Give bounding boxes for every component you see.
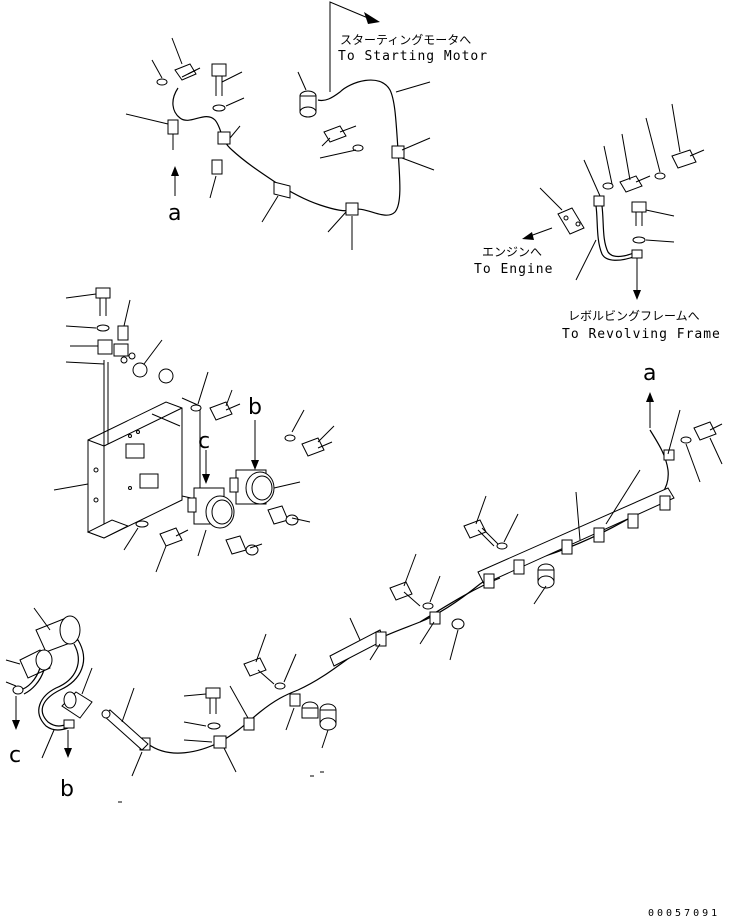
battery-terminal-b [63, 719, 75, 729]
starting-motor-terminal [299, 90, 317, 118]
bolt-harness-right [693, 421, 723, 441]
ground-plate [557, 207, 585, 235]
ref-label-c-upper: c [198, 429, 210, 454]
ground-cable-group [522, 103, 705, 300]
washer-top-center [212, 104, 226, 112]
clamp-bottom [345, 202, 359, 216]
ground-terminal [631, 249, 643, 259]
washer-ground-3 [632, 236, 646, 244]
bolt-panel-top [95, 287, 111, 316]
connector-panel-b [113, 343, 136, 364]
battery-relay-b [229, 469, 275, 505]
ref-label-c-lower: c [9, 743, 21, 768]
harness-clip-lower-left-b [213, 735, 227, 749]
bolt-harness-mid [389, 581, 421, 607]
washer-harness-mid-lower [451, 618, 465, 630]
starting-motor-arrowhead [364, 12, 380, 24]
main-harness-group [101, 392, 723, 803]
spacer-top-center [211, 159, 223, 175]
ref-label-b-upper: b [248, 395, 262, 420]
starting-motor-wiring-group [125, 1, 435, 250]
ref-a-arrowhead-right [646, 392, 654, 402]
washer-top-left [156, 78, 168, 86]
harness-sleeve [101, 709, 149, 751]
harness-clip-lower-mid [289, 693, 301, 707]
washer-side [190, 404, 202, 412]
connector-panel-c [132, 362, 174, 384]
battery-cable-group [5, 607, 93, 759]
washer-harness-lower-left [207, 722, 221, 730]
bracket-cable-mid [273, 181, 291, 199]
ref-label-b-lower: b [60, 777, 74, 802]
bolt-ground-right [671, 149, 705, 169]
terminal-cap-upper [267, 505, 299, 526]
ref-b-arrowhead-lower [64, 748, 72, 758]
relay-2 [139, 473, 159, 489]
label-revolving-frame-en: To Revolving Frame [562, 327, 721, 342]
ref-c-arrowhead-upper [202, 474, 210, 484]
revolving-frame-arrowhead [633, 290, 641, 300]
label-engine-en: To Engine [474, 262, 553, 277]
bolt-side [209, 401, 241, 421]
clip-panel-top [97, 339, 113, 355]
grommet-harness [301, 701, 319, 719]
bolt-panel-bottom [159, 527, 189, 547]
ground-clip [593, 195, 605, 207]
bolt-ground-lower [631, 201, 647, 226]
connector-panel-a [117, 325, 129, 341]
bolt-top-left [174, 63, 201, 81]
battery-terminal-cover [61, 691, 93, 719]
ground-cable [595, 205, 637, 261]
label-engine-jp: エンジンへ [482, 245, 542, 259]
bolt-harness-mid-upper [463, 519, 499, 547]
battery-cable-terminal-lower [19, 649, 53, 679]
starting-motor-cable [172, 79, 401, 216]
harness-bracket-long-right [477, 487, 675, 585]
washer-harness-lower-mid [274, 682, 286, 690]
clamp-harness-lower [319, 703, 337, 731]
battery-terminal-ring-c [12, 685, 24, 695]
ref-b-arrowhead-upper [251, 460, 259, 470]
relay-panel-group [53, 287, 335, 573]
clamp-right [391, 145, 405, 159]
spacer-harness [537, 563, 555, 589]
engine-arrowhead [522, 232, 534, 240]
clamp-top-center [217, 131, 231, 145]
battery-cable-b [41, 639, 85, 727]
terminal-cap-lower [225, 535, 259, 556]
label-starting-motor-en: To Starting Motor [338, 49, 488, 64]
starting-motor-pointer-line [329, 1, 369, 92]
washer-panel-bottom [135, 520, 149, 528]
washer-harness-right [680, 436, 692, 444]
bolt-ground-upper [619, 175, 651, 193]
bolt-harness-lower-mid [243, 657, 275, 685]
bolt-top-center [211, 63, 227, 96]
harness-clip-mid [429, 611, 441, 625]
clip-left [167, 119, 179, 135]
ref-c-arrowhead-lower [12, 720, 20, 730]
bolt-harness-lower-left [205, 687, 221, 714]
washer-ground-1 [602, 182, 614, 190]
ref-label-a-top: a [168, 201, 181, 226]
battery-cable-terminal-upper [35, 615, 81, 653]
mounting-plate [87, 401, 183, 539]
bolt-relay-right [301, 437, 333, 457]
harness-clip-lower-left-a [243, 717, 255, 731]
ref-label-a-right: a [643, 361, 656, 386]
washer-harness-mid [422, 602, 434, 610]
relay-1 [125, 443, 145, 459]
label-starting-motor-jp: スターティングモータへ [340, 33, 471, 47]
ref-a-arrowhead-top [171, 166, 179, 176]
washer-relay-right [284, 434, 296, 442]
drawing-number: 00057091 [648, 908, 720, 919]
washer-top-right [352, 144, 364, 152]
label-revolving-frame-jp: レボルビングフレームへ [568, 309, 700, 323]
washer-ground-2 [654, 172, 666, 180]
washer-harness-mid-upper [496, 542, 508, 550]
washer-panel-top [96, 324, 110, 332]
battery-relay-c [187, 487, 235, 529]
